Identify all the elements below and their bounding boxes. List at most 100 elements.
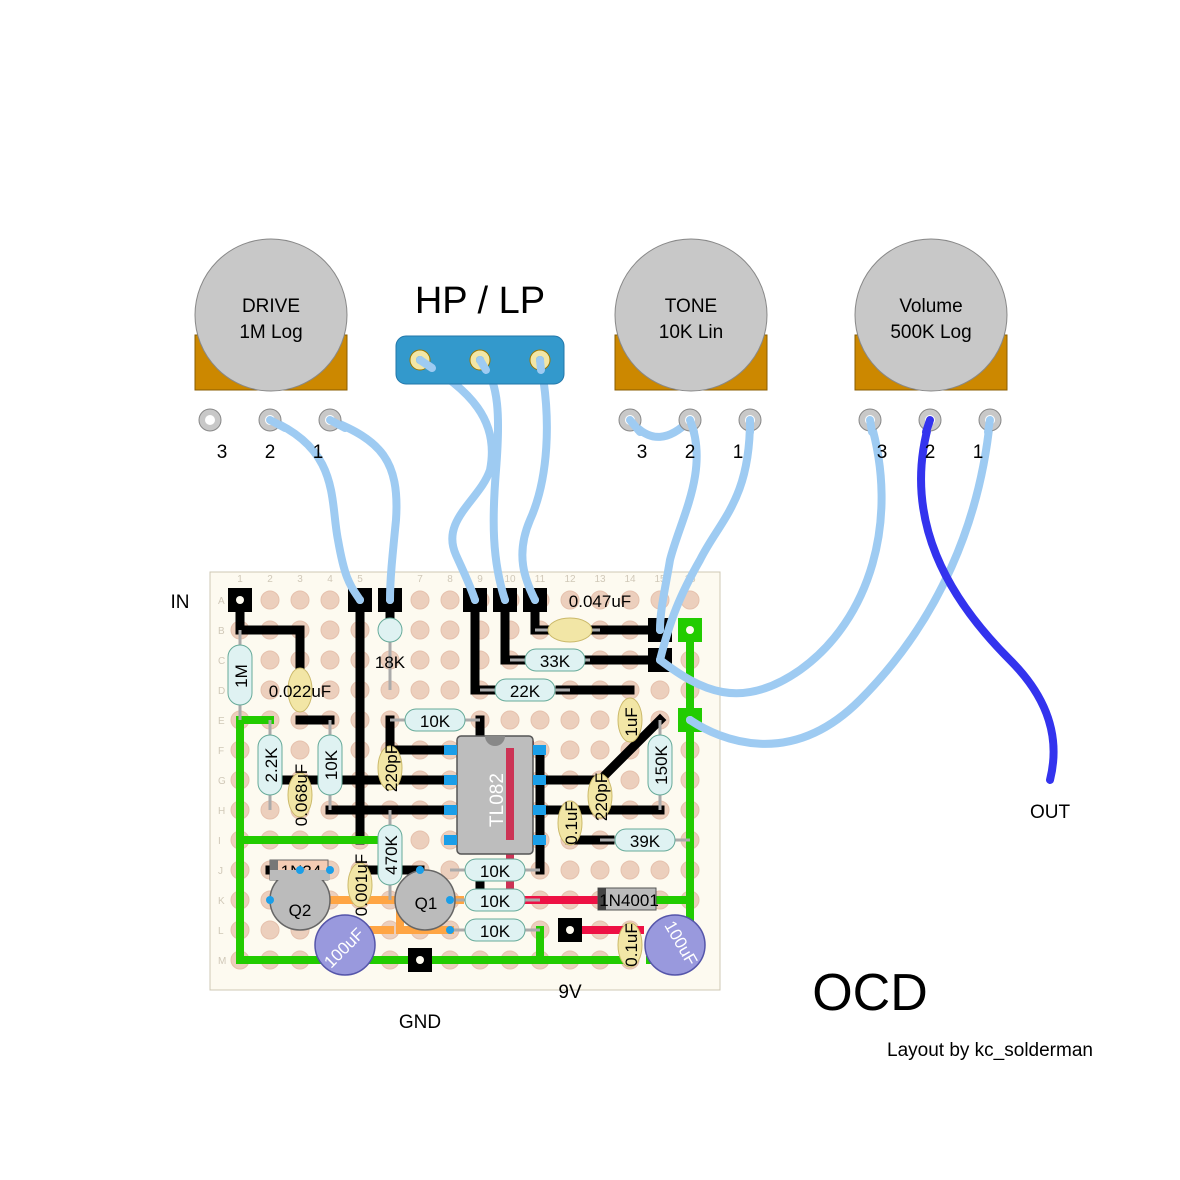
column-label: 5	[357, 574, 363, 585]
input-label: IN	[171, 592, 190, 613]
row-label: B	[218, 626, 225, 637]
row-label: H	[218, 806, 225, 817]
wire-vol-3	[656, 416, 886, 698]
wire-sw-3	[518, 356, 551, 604]
column-label: 8	[447, 574, 453, 585]
svg-text:10K: 10K	[480, 862, 511, 881]
svg-text:10K: 10K	[480, 922, 511, 941]
pot-drive-value: 1M Log	[239, 322, 302, 343]
diode-1n4001: 1N4001	[597, 887, 659, 911]
svg-text:39K: 39K	[630, 832, 661, 851]
board-hole	[620, 590, 640, 610]
link-in	[235, 595, 305, 670]
board-hole	[620, 860, 640, 880]
board-hole	[650, 680, 670, 700]
board-hole	[530, 710, 550, 730]
wire-tone-2	[656, 416, 701, 634]
board-hole	[590, 590, 610, 610]
board-hole	[410, 650, 430, 670]
wire-tone-1	[656, 416, 754, 664]
cap-0-068uf: 0.068uF	[287, 764, 313, 826]
resistor-18k: 18K	[375, 617, 406, 690]
row-label: A	[218, 596, 225, 607]
svg-text:10K: 10K	[322, 749, 341, 780]
board-hole	[260, 920, 280, 940]
column-label: 2	[267, 574, 273, 585]
board-hole	[590, 740, 610, 760]
column-label: 7	[417, 574, 423, 585]
pot-tone-pin3: 3	[637, 442, 648, 463]
board-hole	[500, 710, 520, 730]
row-label: L	[218, 926, 224, 937]
board-hole	[410, 830, 430, 850]
pot-volume-pin3: 3	[877, 442, 888, 463]
svg-text:10K: 10K	[480, 892, 511, 911]
credit-text: Layout by kc_solderman	[887, 1040, 1093, 1061]
board-hole	[260, 650, 280, 670]
pot-tone[interactable]: TONE 10K Lin 3 2 1	[614, 238, 768, 463]
resistor-470k: 470K	[377, 810, 403, 900]
resistor-39k: 39K	[600, 828, 690, 852]
pot-drive-pin1: 1	[313, 442, 324, 463]
resistor-10k-j: 10K	[450, 858, 540, 882]
page-title: OCD	[812, 964, 928, 1022]
board-hole	[440, 680, 460, 700]
board-hole	[410, 590, 430, 610]
svg-text:470K: 470K	[382, 834, 401, 874]
column-label: 9	[477, 574, 483, 585]
column-label: 13	[594, 574, 606, 585]
svg-text:0.1uF: 0.1uF	[622, 923, 641, 966]
cap-220pf-b: 220pF	[587, 773, 613, 821]
link-1uf-diag	[593, 713, 667, 787]
board-hole	[560, 740, 580, 760]
board-hole	[320, 650, 340, 670]
svg-text:2.2K: 2.2K	[262, 747, 281, 783]
switch-label: HP / LP	[415, 280, 545, 322]
offboard-wires	[266, 356, 994, 748]
row-label: E	[218, 716, 225, 727]
board-hole	[560, 710, 580, 730]
board-hole	[560, 590, 580, 610]
board-hole	[410, 620, 430, 640]
svg-text:Q1: Q1	[415, 894, 438, 913]
cap-0-047uf: 0.047uF	[535, 592, 631, 643]
row-label: K	[218, 896, 225, 907]
pot-volume-name: Volume	[899, 296, 962, 317]
svg-text:220pF: 220pF	[382, 744, 401, 792]
svg-text:0.068uF: 0.068uF	[292, 764, 311, 826]
cap-0-1uf-a: 0.1uF	[557, 800, 583, 846]
column-label: 14	[624, 574, 636, 585]
wire-drive-2	[266, 416, 364, 604]
svg-text:0.022uF: 0.022uF	[269, 682, 331, 701]
resistor-10k-l: 10K	[450, 918, 540, 942]
board-hole	[410, 680, 430, 700]
output-label: OUT	[1030, 802, 1071, 823]
board-hole	[290, 740, 310, 760]
board-hole	[560, 860, 580, 880]
power-label: 9V	[558, 982, 582, 1003]
resistor-1m: 1M	[227, 630, 253, 720]
pot-volume-pin2: 2	[925, 442, 936, 463]
column-label: 10	[504, 574, 516, 585]
svg-text:22K: 22K	[510, 682, 541, 701]
ground-label: GND	[399, 1012, 441, 1033]
wire-vol-1	[686, 416, 994, 748]
resistor-10k-v: 10K	[317, 720, 343, 810]
board-hole	[320, 620, 340, 640]
ic-label: TL082	[487, 773, 508, 827]
pot-tone-pin1: 1	[733, 442, 744, 463]
pot-drive[interactable]: DRIVE 1M Log 3 2 1	[194, 238, 348, 463]
board-hole	[620, 770, 640, 790]
wire-out	[917, 416, 1058, 784]
resistors: 1M 18K 33K 22K 10K 2.2K	[227, 617, 690, 942]
svg-text:1N4001: 1N4001	[599, 891, 659, 910]
svg-text:1uF: 1uF	[622, 707, 641, 736]
column-label: 12	[564, 574, 576, 585]
pot-volume[interactable]: Volume 500K Log 3 2 1	[854, 238, 1008, 463]
svg-text:150K: 150K	[652, 744, 671, 784]
board-hole	[260, 590, 280, 610]
column-label: 15	[654, 574, 666, 585]
cap-220pf-a: 220pF	[377, 744, 403, 792]
column-label: 4	[327, 574, 333, 585]
board-hole	[440, 650, 460, 670]
